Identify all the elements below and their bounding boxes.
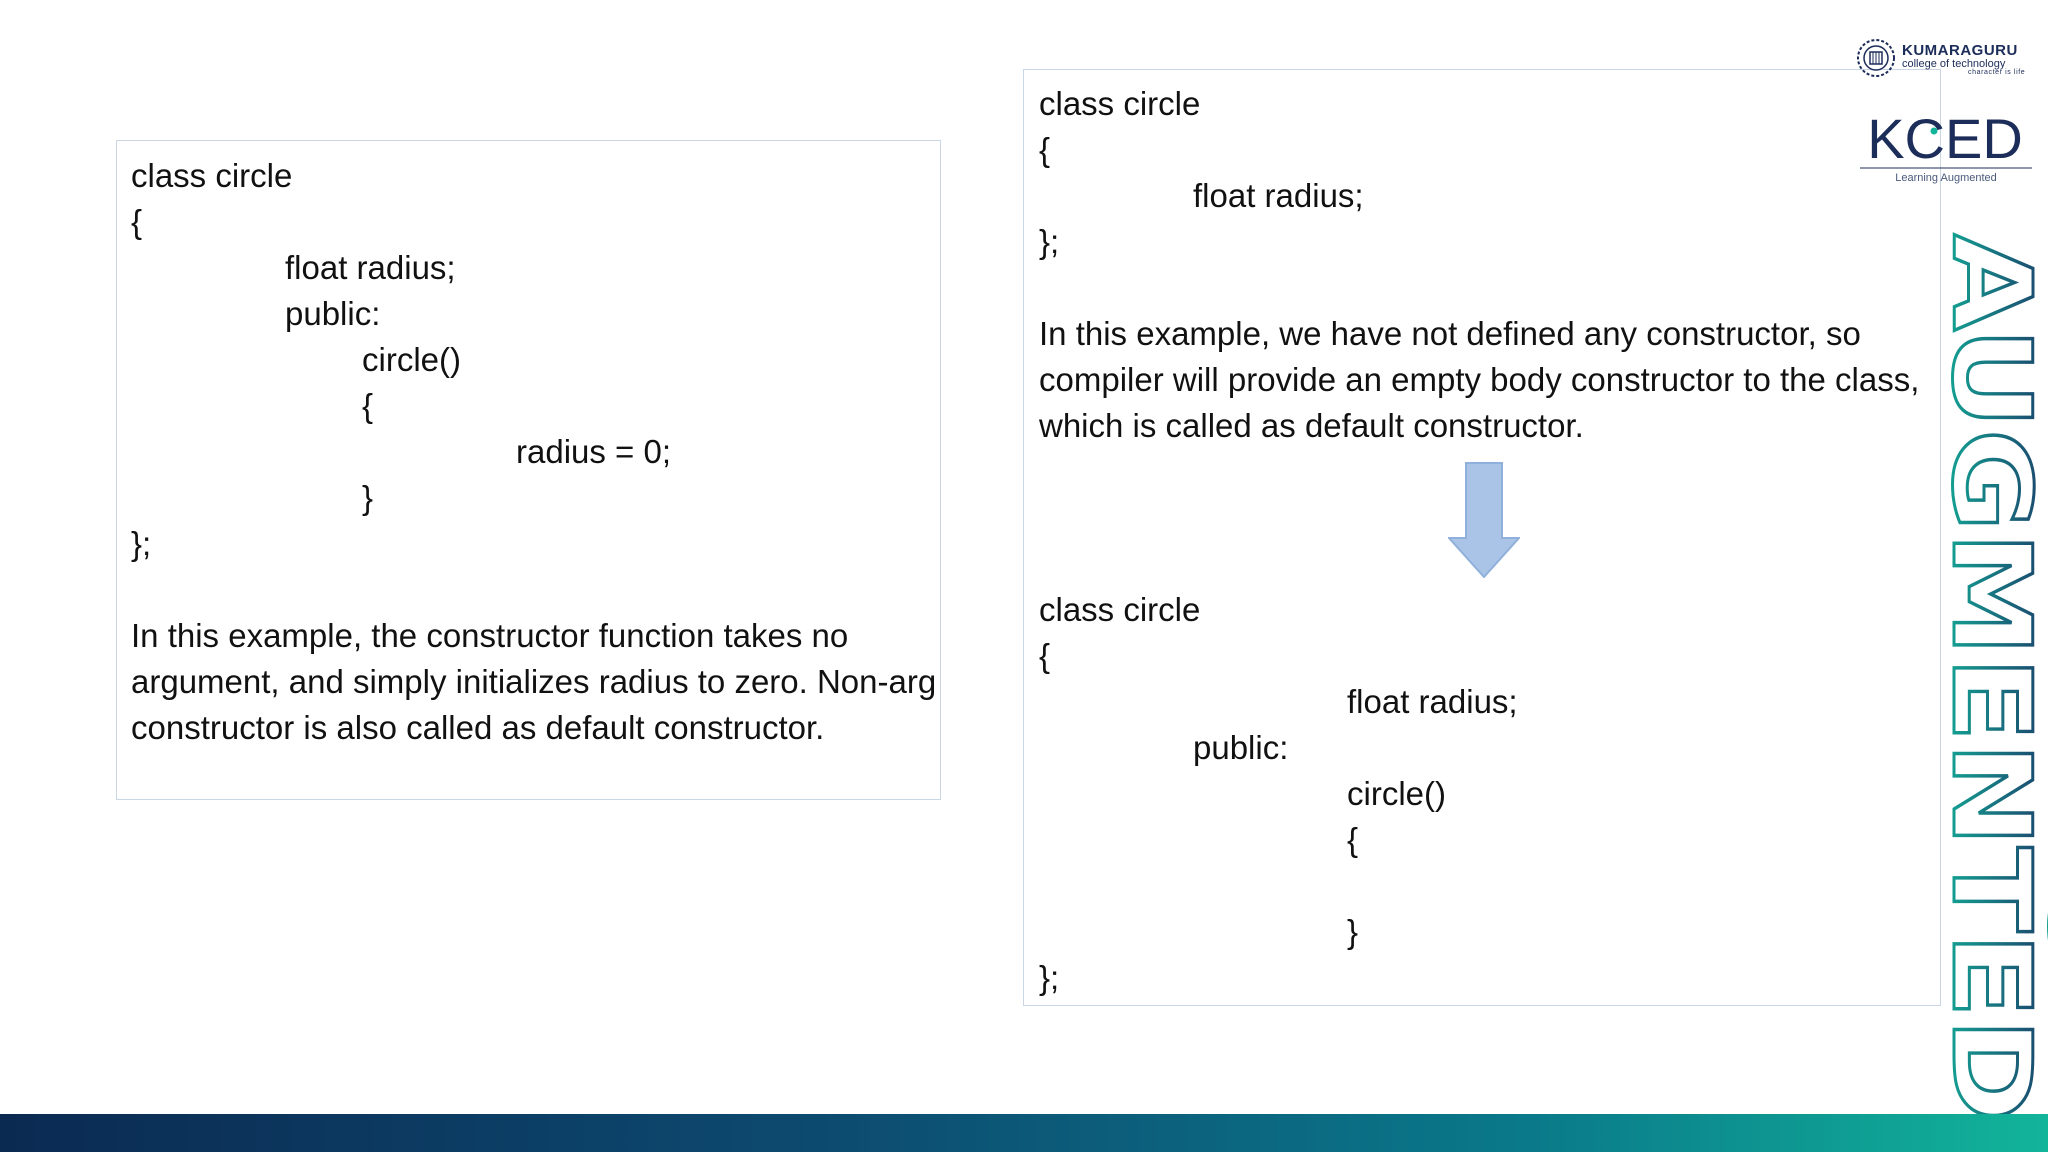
code-line: { [131,203,143,240]
code-line: float radius; [285,249,456,286]
spacer [1039,265,1940,311]
spacer [131,567,940,613]
code-line: class circle [131,157,293,194]
college-tagline: character is life [1968,69,2026,76]
code-line: float radius; [1193,177,1364,214]
side-word-learning: LEARNING [2024,244,2048,974]
college-seal-icon [1857,39,1895,77]
left-code-block: class circle { float radius; public: circle(… [131,153,940,567]
side-word-art: AUGMENTED LEARNING [1927,233,2048,1119]
college-name: KUMARAGURU [1902,42,2018,59]
left-explanation: In this example, the constructor functio… [131,617,937,746]
down-arrow-icon [1448,462,1520,578]
code-line: radius = 0; [516,433,672,470]
code-line: public: [285,295,381,332]
code-line: float radius; [1347,683,1518,720]
code-line: { [1347,821,1359,858]
right-code-block-top: class circle { float radius;}; [1039,81,1940,265]
code-line: class circle [1039,591,1201,628]
side-word-augmented: AUGMENTED [1928,234,2048,1118]
code-line: { [1039,637,1051,674]
left-text-box: class circle { float radius; public: circle(… [116,140,941,800]
code-line: circle() [362,341,461,378]
code-line [1039,863,1940,909]
code-line: }; [1039,223,1060,260]
logo-area: KUMARAGURU college of technology charact… [1850,34,2040,194]
code-line: public: [1193,729,1289,766]
kced-logo: KCED Learning Augmented [1860,107,2032,184]
code-line: } [362,479,374,516]
code-line: } [1347,913,1359,950]
college-subtitle: college of technology [1902,58,2006,70]
code-line: { [1039,131,1051,168]
code-line: class circle [1039,85,1201,122]
code-line: circle() [1347,775,1446,812]
kced-logo-text: KCED [1867,107,2023,170]
right-text-box: class circle { float radius;}; In this exa… [1023,69,1941,1006]
bottom-gradient-bar [0,1114,2048,1152]
kced-tagline: Learning Augmented [1895,172,1997,184]
code-line: }; [1039,959,1060,996]
code-line: { [362,387,374,424]
code-line: }; [131,525,152,562]
right-explanation: In this example, we have not defined any… [1039,315,1920,444]
right-code-block-bottom: class circle { float radius; public: circle(… [1039,587,1940,1001]
